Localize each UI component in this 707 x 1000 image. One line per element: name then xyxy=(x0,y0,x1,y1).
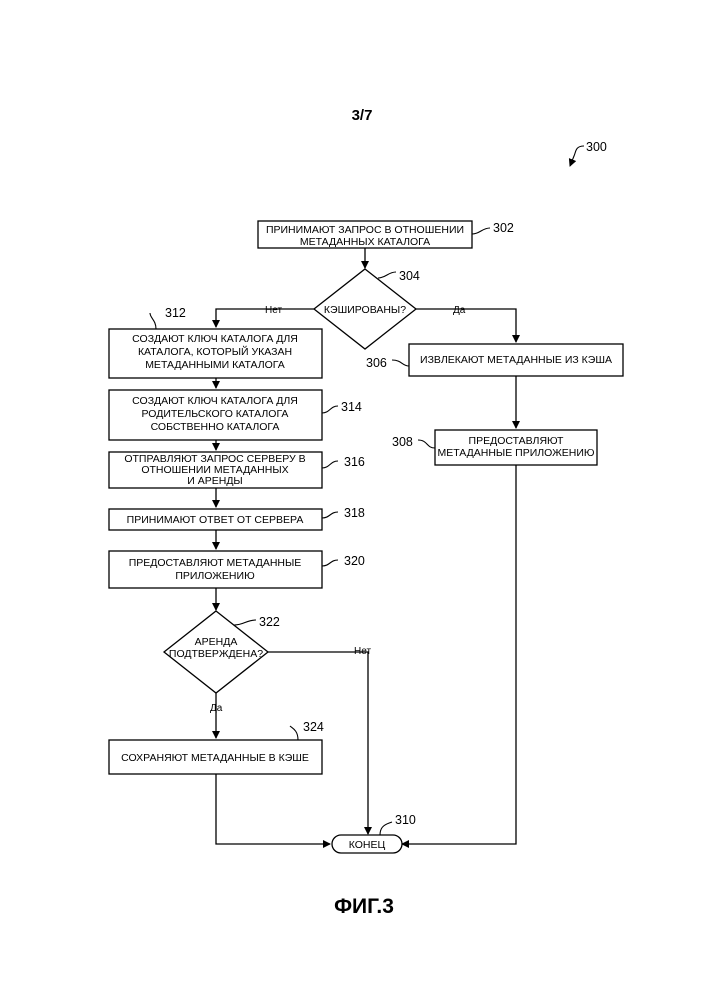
step-306: ИЗВЛЕКАЮТ МЕТАДАННЫЕ ИЗ КЭША 306 xyxy=(366,344,623,376)
end-label: КОНЕЦ xyxy=(349,839,386,851)
decision-304-label: КЭШИРОВАНЫ? xyxy=(324,304,406,316)
step-318-ref: 318 xyxy=(344,506,365,520)
step-308-ref: 308 xyxy=(392,435,413,449)
step-302-ref: 302 xyxy=(493,221,514,235)
decision-322-ref: 322 xyxy=(259,615,280,629)
edge-label-no-304: Нет xyxy=(265,305,282,316)
step-320-line-1: ПРЕДОСТАВЛЯЮТ МЕТАДАННЫЕ xyxy=(129,557,302,569)
decision-304-ref: 304 xyxy=(399,269,420,283)
decision-304: КЭШИРОВАНЫ? 304 xyxy=(314,269,420,349)
step-320: ПРЕДОСТАВЛЯЮТ МЕТАДАННЫЕ ПРИЛОЖЕНИЮ 320 xyxy=(109,551,365,588)
decision-322-line-1: АРЕНДА xyxy=(195,636,238,648)
edge-label-no-322: Нет xyxy=(354,646,371,657)
edge-304-306 xyxy=(416,309,516,342)
step-324-ref: 324 xyxy=(303,720,324,734)
figure-ref-leader xyxy=(570,146,584,166)
step-306-ref: 306 xyxy=(366,356,387,370)
end-ref: 310 xyxy=(395,813,416,827)
step-302-line-1: ПРИНИМАЮТ ЗАПРОС В ОТНОШЕНИИ xyxy=(266,224,464,236)
step-306-line-1: ИЗВЛЕКАЮТ МЕТАДАННЫЕ ИЗ КЭША xyxy=(420,354,612,366)
step-314: СОЗДАЮТ КЛЮЧ КАТАЛОГА ДЛЯ РОДИТЕЛЬСКОГО … xyxy=(109,390,362,440)
decision-322-line-2: ПОДТВЕРЖДЕНА? xyxy=(169,648,263,660)
step-314-ref: 314 xyxy=(341,400,362,414)
step-314-line-1: СОЗДАЮТ КЛЮЧ КАТАЛОГА ДЛЯ xyxy=(132,395,298,407)
step-308: ПРЕДОСТАВЛЯЮТ МЕТАДАННЫЕ ПРИЛОЖЕНИЮ 308 xyxy=(392,430,597,465)
step-320-line-2: ПРИЛОЖЕНИЮ xyxy=(175,570,255,582)
step-324-line-1: СОХРАНЯЮТ МЕТАДАННЫЕ В КЭШЕ xyxy=(121,752,309,764)
figure-caption: ФИГ.3 xyxy=(334,895,394,918)
figure-ref: 300 xyxy=(586,140,607,154)
step-316-ref: 316 xyxy=(344,455,365,469)
end-terminator-310: КОНЕЦ 310 xyxy=(332,813,416,853)
step-312-line-2: КАТАЛОГА, КОТОРЫЙ УКАЗАН xyxy=(138,345,292,358)
edge-label-yes-304: Да xyxy=(453,305,466,316)
step-318-line-1: ПРИНИМАЮТ ОТВЕТ ОТ СЕРВЕРА xyxy=(127,514,304,526)
step-312-ref: 312 xyxy=(165,306,186,320)
step-308-line-1: ПРЕДОСТАВЛЯЮТ xyxy=(469,435,565,447)
step-320-ref: 320 xyxy=(344,554,365,568)
step-314-line-2: РОДИТЕЛЬСКОГО КАТАЛОГА xyxy=(142,408,289,420)
step-302: ПРИНИМАЮТ ЗАПРОС В ОТНОШЕНИИ МЕТАДАННЫХ … xyxy=(258,221,514,248)
edge-label-yes-322: Да xyxy=(210,703,223,714)
step-302-line-2: МЕТАДАННЫХ КАТАЛОГА xyxy=(300,236,430,248)
step-318: ПРИНИМАЮТ ОТВЕТ ОТ СЕРВЕРА 318 xyxy=(109,506,365,530)
step-308-line-2: МЕТАДАННЫЕ ПРИЛОЖЕНИЮ xyxy=(437,447,594,459)
decision-322: АРЕНДА ПОДТВЕРЖДЕНА? 322 xyxy=(164,611,280,693)
step-314-line-3: СОБСТВЕННО КАТАЛОГА xyxy=(151,421,280,433)
step-312-line-1: СОЗДАЮТ КЛЮЧ КАТАЛОГА ДЛЯ xyxy=(132,333,298,345)
edge-308-310 xyxy=(402,465,516,844)
sheet-number: 3/7 xyxy=(352,107,373,124)
edge-324-310 xyxy=(216,774,330,844)
step-316-line-3: И АРЕНДЫ xyxy=(187,475,242,487)
step-316: ОТПРАВЛЯЮТ ЗАПРОС СЕРВЕРУ В ОТНОШЕНИИ МЕ… xyxy=(109,452,365,488)
step-312-line-3: МЕТАДАННЫМИ КАТАЛОГА xyxy=(145,359,285,371)
